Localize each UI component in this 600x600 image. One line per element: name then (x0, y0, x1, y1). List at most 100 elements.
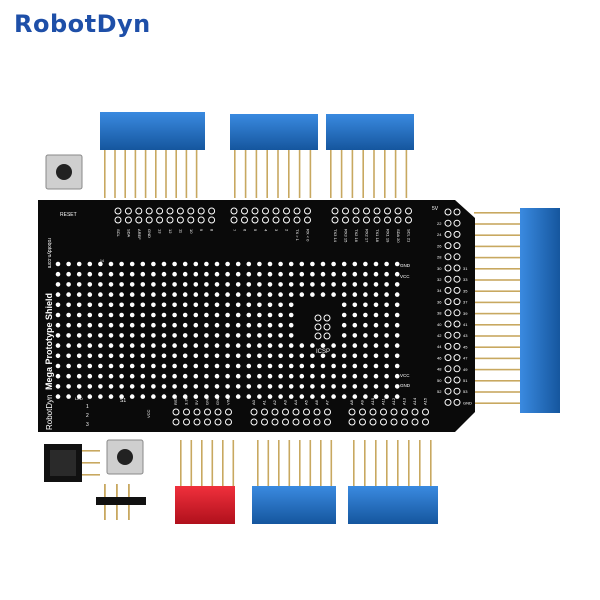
hole (320, 282, 326, 287)
pad (261, 418, 268, 426)
hole (129, 292, 135, 297)
pin-label: 48 (437, 367, 442, 372)
pin-label: 5V (194, 400, 199, 405)
pad (380, 418, 387, 426)
pad (282, 418, 289, 426)
pin-label: 13 (158, 229, 163, 234)
pad (444, 242, 452, 250)
pad (187, 216, 195, 224)
hole (320, 271, 326, 277)
hole (151, 271, 156, 277)
male-header (96, 497, 146, 505)
header-pin (222, 440, 224, 486)
hole (204, 302, 209, 308)
pad (444, 219, 452, 227)
pad (369, 418, 377, 426)
header-pin (394, 150, 397, 198)
hole (119, 333, 124, 338)
pad (444, 275, 452, 283)
hole (394, 312, 400, 318)
header-pin (474, 402, 520, 404)
hole (66, 333, 71, 338)
hole (267, 271, 273, 277)
hole (235, 353, 241, 359)
pad (230, 216, 238, 224)
pin-label: A6 (314, 399, 319, 405)
pin-label: 44 (437, 344, 442, 349)
hole (373, 282, 379, 287)
hole (182, 271, 188, 277)
pin-label: 47 (463, 356, 468, 361)
pad (225, 408, 232, 416)
header-pin (244, 150, 247, 198)
hole (288, 353, 294, 359)
pin-label: RX2 17 (365, 229, 370, 243)
hole (246, 343, 252, 348)
hole (66, 282, 71, 287)
hole (225, 363, 230, 369)
hole (352, 282, 358, 287)
pad (373, 216, 381, 224)
hole (246, 271, 252, 277)
hole (193, 363, 199, 369)
hole (98, 261, 103, 267)
pad (183, 418, 190, 426)
hole (341, 394, 347, 399)
header-pin (134, 150, 137, 198)
pad (156, 207, 164, 215)
pin-label: 37 (463, 300, 468, 305)
icsp-pad (314, 314, 322, 322)
pad (145, 216, 153, 224)
hole (235, 271, 241, 277)
hole (267, 292, 273, 297)
hole (55, 312, 61, 318)
pin-label: 24 (437, 232, 442, 237)
hole (140, 292, 146, 297)
hole (119, 343, 124, 348)
hole (129, 312, 135, 318)
hole (182, 333, 188, 338)
hole (204, 363, 209, 369)
pad (373, 207, 381, 215)
hole (246, 394, 252, 399)
hole (87, 322, 93, 328)
pin-label: TX3 14 (333, 229, 338, 243)
header-pin (298, 150, 301, 198)
hole (373, 261, 379, 267)
hole (98, 384, 103, 389)
header-pin (474, 391, 520, 393)
hole (225, 343, 230, 348)
hole (331, 261, 336, 267)
pad (363, 216, 370, 224)
hole (108, 282, 114, 287)
hole (98, 333, 103, 338)
female-header-right (520, 208, 560, 413)
hole (352, 343, 358, 348)
hole (151, 282, 156, 287)
hole (66, 394, 71, 399)
hole (373, 312, 379, 318)
pad (241, 207, 248, 215)
hole (278, 353, 283, 359)
hole (299, 261, 305, 267)
hole (55, 302, 61, 308)
pad (197, 207, 205, 215)
hole (66, 322, 71, 328)
pad (348, 418, 356, 426)
hole (341, 312, 347, 318)
hole (87, 261, 93, 267)
hole (225, 292, 230, 297)
vcc-label: VCC (146, 409, 151, 418)
hole (235, 343, 241, 348)
led-number: 2 (86, 413, 89, 419)
tactile-switch-icon (106, 439, 144, 475)
hole (140, 282, 146, 287)
hole (98, 394, 103, 399)
pin-label: A13 (402, 397, 407, 405)
header-pin (288, 440, 291, 486)
robotdyn-logo: RobotDyn (14, 10, 151, 38)
hole (161, 312, 167, 318)
hole (288, 282, 294, 287)
hole (119, 322, 124, 328)
hole (204, 312, 209, 318)
